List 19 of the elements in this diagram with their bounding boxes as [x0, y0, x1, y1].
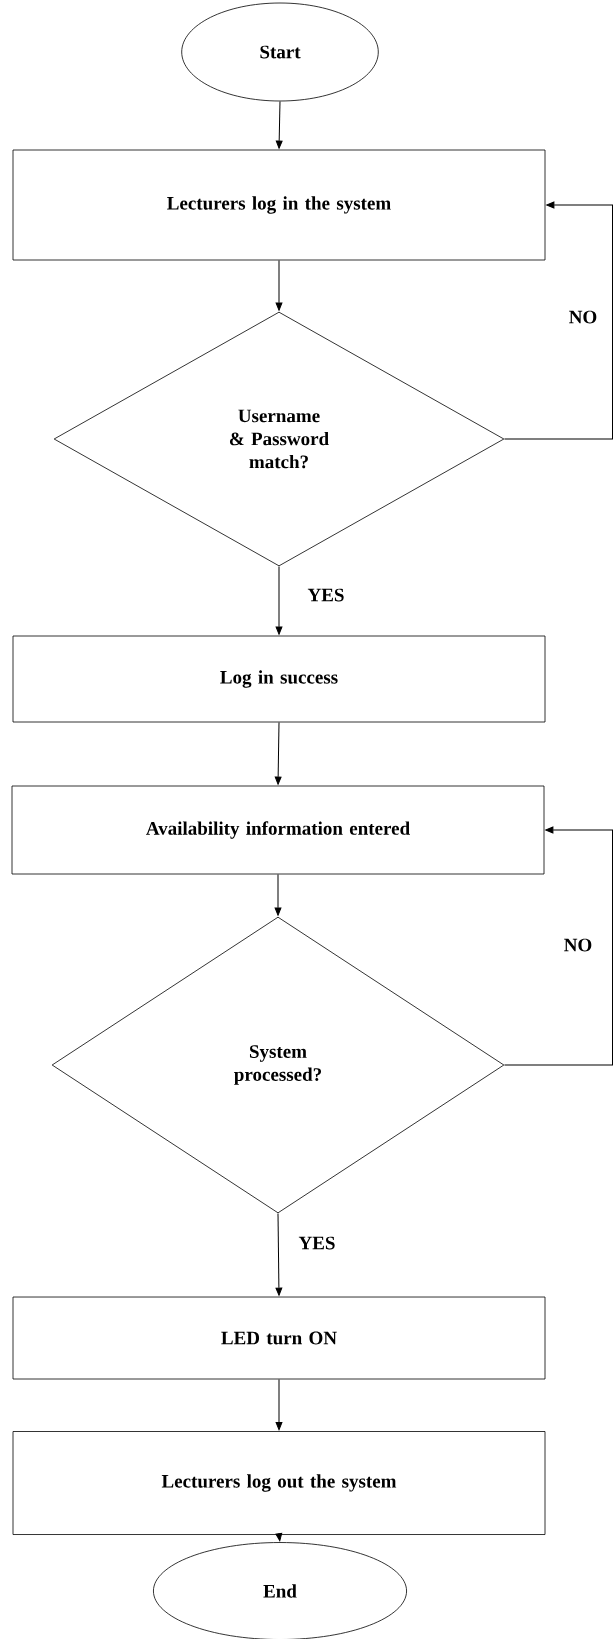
arrow — [275, 565, 283, 635]
edge-label: YES — [306, 587, 346, 603]
edge-label: YES — [297, 1235, 337, 1251]
arrow — [503, 826, 613, 1066]
arrow — [274, 873, 282, 916]
process-box: Lecturers log out the system — [12, 1431, 546, 1535]
arrow — [274, 721, 282, 785]
arrow — [275, 259, 283, 311]
arrow — [275, 1212, 283, 1296]
arrow — [503, 201, 613, 440]
process-box: Lecturers log in the system — [12, 149, 546, 261]
arrow — [275, 1532, 283, 1542]
arrow — [275, 1378, 283, 1431]
process-box: Availability information entered — [11, 785, 545, 875]
arrow — [275, 100, 283, 149]
process-box: Log in success — [12, 635, 546, 723]
process-box: LED turn ON — [12, 1296, 546, 1380]
edge-label: NO — [562, 937, 594, 953]
edge-label: NO — [567, 309, 599, 325]
